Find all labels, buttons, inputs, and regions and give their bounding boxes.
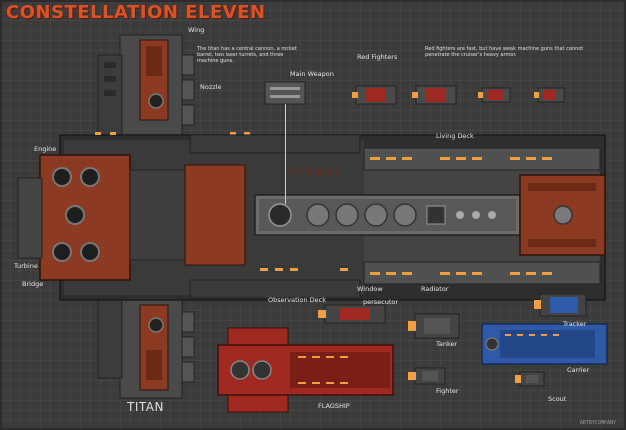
label-persecutor: persecutor	[363, 298, 399, 306]
fighters-description: Red fighters are fast, but have weak mac…	[425, 46, 584, 58]
titan-hull	[17, 132, 606, 301]
label-main-weapon: Main Weapon	[290, 70, 334, 78]
label-observation-deck: Observation Deck	[268, 296, 326, 304]
carrier-ship	[481, 323, 608, 365]
label-turbine: Turbine	[14, 262, 38, 270]
scout-ship	[515, 371, 545, 387]
label-radiator: Radiator	[421, 285, 449, 293]
label-red-fighters: Red Fighters	[357, 53, 398, 61]
label-tanker: Tanker	[436, 340, 458, 348]
label-living-deck: Living Deck	[436, 132, 474, 140]
label-window: Window	[357, 285, 383, 293]
label-carrier: Carrier	[567, 366, 590, 374]
label-wing: Wing	[188, 26, 205, 34]
titan-top-wing	[97, 34, 195, 141]
label-fighter: Fighter	[436, 387, 459, 395]
label-tracker: Tracker	[563, 320, 587, 328]
red-fighter-1	[352, 85, 397, 105]
red-fighters-row	[352, 85, 565, 105]
label-scout: Scout	[548, 395, 567, 403]
red-fighter-2	[412, 85, 457, 105]
label-nozzle: Nozzle	[200, 83, 222, 91]
main-weapon-turret	[264, 81, 306, 105]
tracker-ship	[534, 293, 587, 317]
red-fighter-3	[478, 87, 511, 103]
tanker-ship	[408, 313, 460, 339]
label-engine: Engine	[34, 145, 57, 153]
sheet-title: CONSTELLATION ELEVEN	[6, 2, 266, 23]
artist-credit: ARTBYCOMPANY	[579, 420, 616, 426]
red-fighter-4	[534, 87, 565, 103]
flagship-ship	[217, 327, 394, 413]
titan-description: The titan has a central cannon, a rocket…	[197, 46, 297, 64]
label-flagship: FLAGSHIP	[318, 402, 350, 410]
hull-text: TYPHON	[286, 166, 344, 179]
titan-label: TITAN	[127, 400, 164, 414]
fighter-ship	[408, 367, 446, 385]
main-weapon-leader	[285, 104, 286, 204]
label-bridge: Bridge	[22, 280, 44, 288]
persecutor-ship	[318, 304, 386, 324]
